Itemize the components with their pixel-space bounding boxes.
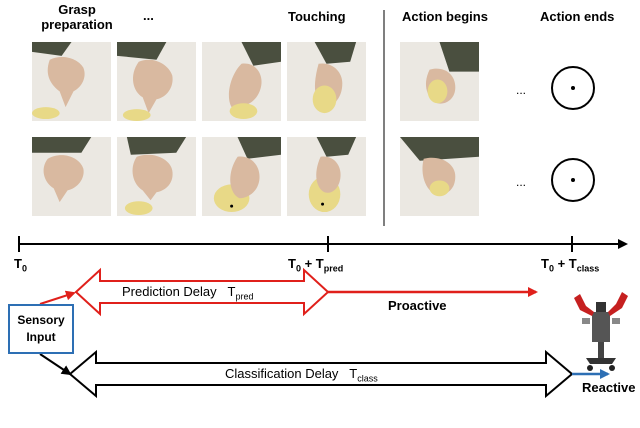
tclass-sub1: 0 <box>548 263 554 274</box>
t0-sub: 0 <box>21 263 27 274</box>
row2-ellipsis: ... <box>516 175 527 189</box>
tclass-sub2: class <box>576 263 600 274</box>
photo-row1-col2 <box>117 42 196 121</box>
tpred-plus: + <box>300 256 316 271</box>
circle-center-dot <box>571 86 575 90</box>
tclass-main2: T <box>568 256 577 271</box>
action-end-circle-2 <box>551 158 595 202</box>
reactive-label: Reactive <box>582 380 636 395</box>
photo-row2-col4 <box>287 137 366 216</box>
photo-row1-col5 <box>400 42 479 121</box>
tpred-sub1: 0 <box>295 263 301 274</box>
tclass-plus: + <box>553 256 569 271</box>
t0-main: T <box>14 256 22 271</box>
tpred-main: T <box>288 256 296 271</box>
classification-delay-sub: class <box>357 373 378 384</box>
header-grasp-preparation: Grasp preparation <box>22 2 132 32</box>
prediction-delay-sub: pred <box>235 291 254 302</box>
proactive-label: Proactive <box>388 298 447 313</box>
classification-delay-text: Classification Delay <box>225 366 339 381</box>
circle-center-dot <box>571 178 575 182</box>
sensory-input-line1: Sensory <box>17 313 65 327</box>
photo-row2-col1 <box>32 137 111 216</box>
header-action-begins: Action begins <box>402 9 488 24</box>
prediction-delay-label: Prediction Delay Tpred <box>122 284 253 302</box>
classification-delay-symbol: T <box>349 366 358 381</box>
header-ellipsis: ... <box>143 8 154 23</box>
action-end-circle-1 <box>551 66 595 110</box>
photo-row1-col1 <box>32 42 111 121</box>
sensory-to-classification-connector <box>39 353 72 376</box>
row1-ellipsis: ... <box>516 83 527 97</box>
timeline-label-t0: T0 <box>14 256 27 274</box>
robot-illustration <box>574 292 628 371</box>
sensory-to-prediction-connector <box>39 290 76 305</box>
header-grasp-line1: Grasp <box>58 2 96 17</box>
tpred-main2: T <box>315 256 324 271</box>
prediction-delay-symbol: T <box>227 284 236 299</box>
tpred-sub2: pred <box>323 263 344 274</box>
tclass-main: T <box>541 256 549 271</box>
photo-row1-col3 <box>202 42 281 121</box>
photo-row2-col5 <box>400 137 479 216</box>
timeline-label-tpred: T0 + Tpred <box>288 256 343 274</box>
sensory-input-box: Sensory Input <box>8 304 74 354</box>
prediction-delay-text: Prediction Delay <box>122 284 217 299</box>
classification-delay-label: Classification Delay Tclass <box>225 366 378 384</box>
header-touching: Touching <box>288 9 346 24</box>
photo-row2-col2 <box>117 137 196 216</box>
header-action-ends: Action ends <box>540 9 615 24</box>
photo-row2-col3 <box>202 137 281 216</box>
photo-row1-col4 <box>287 42 366 121</box>
timeline-label-tclass: T0 + Tclass <box>541 256 599 274</box>
header-grasp-line2: preparation <box>41 17 113 32</box>
sensory-input-line2: Input <box>26 330 56 344</box>
